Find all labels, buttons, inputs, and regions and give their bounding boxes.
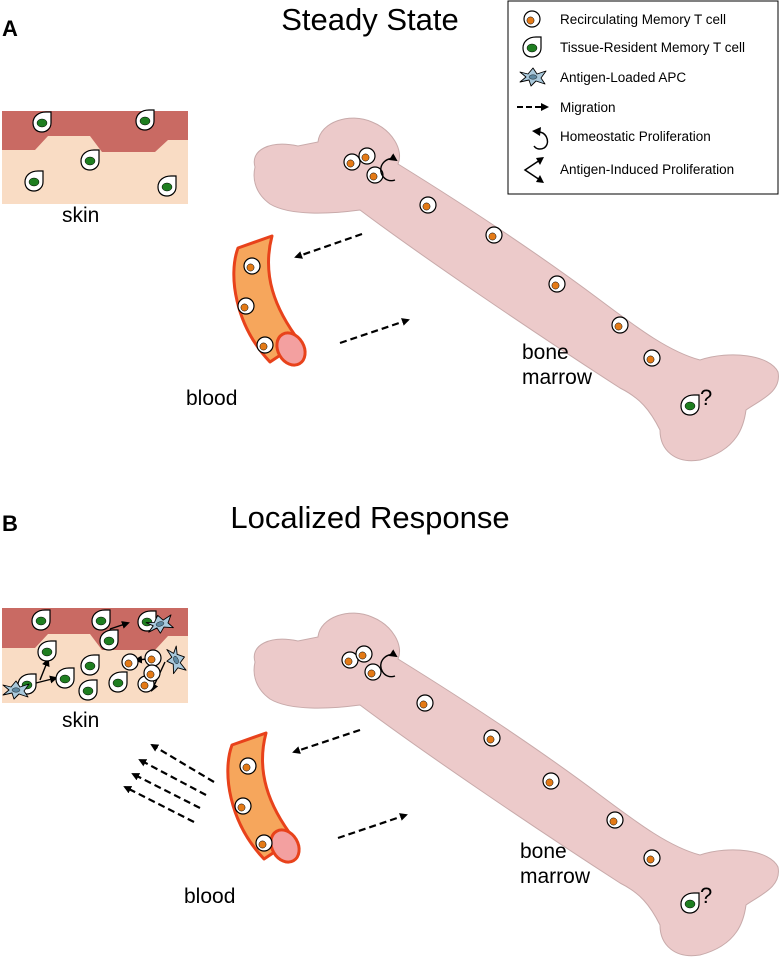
migration-arrow-bone-to-blood	[294, 232, 363, 259]
legend-box	[507, 0, 779, 195]
recirculating-t-cell	[483, 729, 501, 747]
legend-item-label: Antigen-Loaded APC	[560, 70, 686, 85]
recirculating-t-cell	[419, 196, 437, 214]
recirculating-t-cell	[256, 336, 274, 354]
recirculating-t-cell	[239, 757, 257, 775]
recirculating-t-cell	[144, 649, 162, 667]
antigen-induced-proliferation-icon	[523, 159, 541, 181]
recirculating-memory-t-cell-icon	[523, 10, 541, 28]
homeostatic-proliferation-arrow	[380, 153, 398, 182]
panel-b: B Localized Response	[2, 500, 779, 957]
recirculating-t-cell	[255, 834, 273, 852]
recirculating-t-cell	[364, 663, 382, 681]
migration-arrow-blood-to-skin	[138, 759, 207, 796]
bone-marrow-label-a-1: bone	[522, 341, 569, 364]
migration-arrow-bone-to-blood	[292, 728, 361, 754]
migration-arrow-blood-to-bone	[339, 318, 410, 345]
recirculating-t-cell	[606, 811, 624, 829]
panel-b-title: Localized Response	[230, 500, 509, 535]
legend-item-label: Tissue-Resident Memory T cell	[560, 40, 745, 55]
blood-vessel-a	[232, 234, 307, 367]
legend-item-label: Migration	[560, 100, 616, 115]
skin-label-a: skin	[62, 204, 99, 227]
panel-a: A Steady State skin ? bone marrow	[2, 2, 779, 462]
recirculating-t-cell	[343, 153, 361, 171]
recirculating-t-cell	[485, 226, 503, 244]
blood-label-a: blood	[186, 387, 237, 410]
bone-a	[253, 117, 779, 462]
bone-b	[253, 612, 779, 957]
recirculating-t-cell	[643, 349, 661, 367]
bone-marrow-label-b-1: bone	[520, 840, 567, 863]
bone-marrow-label-b-2: marrow	[520, 865, 591, 888]
question-mark-b: ?	[700, 883, 712, 908]
antigen-induced-proliferation-icon-head-2	[536, 175, 544, 183]
recirculating-t-cell	[611, 316, 629, 334]
homeostatic-proliferation-icon-head	[532, 127, 541, 136]
recirculating-t-cell	[548, 275, 566, 293]
migration-arrow-blood-to-skin	[150, 743, 215, 783]
skin-tissue-a	[2, 109, 188, 204]
recirculating-t-cell	[143, 664, 161, 682]
panel-a-title: Steady State	[281, 2, 459, 37]
homeostatic-proliferation-arrow	[380, 649, 398, 678]
recirculating-t-cell	[355, 645, 373, 663]
legend-item-label: Antigen-Induced Proliferation	[560, 162, 734, 177]
legend-item-label: Recirculating Memory T cell	[560, 12, 726, 27]
bone-marrow-label-a-2: marrow	[522, 366, 593, 389]
panel-b-letter: B	[2, 511, 18, 536]
migration-arrow-blood-to-skin	[123, 786, 195, 823]
antigen-induced-proliferation-icon-head-1	[536, 157, 544, 165]
recirculating-t-cell	[237, 297, 255, 315]
question-mark-a: ?	[700, 385, 712, 410]
recirculating-t-cell	[121, 653, 139, 671]
homeostatic-proliferation-icon	[533, 131, 549, 150]
blood-label-b: blood	[184, 885, 235, 908]
recirculating-t-cell	[243, 257, 261, 275]
migration-arrow-blood-to-skin	[131, 773, 201, 809]
recirculating-t-cell	[234, 797, 252, 815]
recirculating-t-cell	[542, 772, 560, 790]
recirculating-t-cell	[358, 147, 376, 165]
skin-label-b: skin	[62, 709, 99, 732]
migration-arrow-blood-to-bone	[337, 813, 408, 840]
recirculating-t-cell	[416, 694, 434, 712]
skin-tissue-b	[2, 608, 190, 703]
panel-a-letter: A	[2, 16, 18, 41]
blood-vessel-b	[226, 731, 301, 864]
legend: Recirculating Memory T cell Tissue-Resid…	[507, 0, 779, 195]
recirculating-t-cell	[643, 849, 661, 867]
legend-item-label: Homeostatic Proliferation	[560, 129, 711, 144]
